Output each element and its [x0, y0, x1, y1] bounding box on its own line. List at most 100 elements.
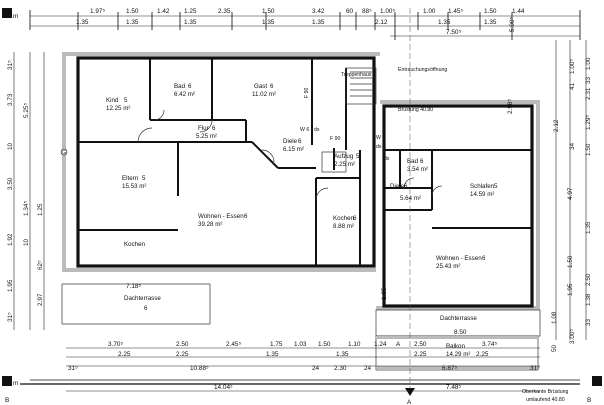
dim-misc-850: 8.50 [454, 329, 467, 336]
dim-bottom-3: 2.45⁵ [226, 341, 241, 348]
bottom-dimension-lines [66, 347, 540, 392]
dim-top2-1: 1.35 [76, 19, 89, 26]
dim-right-3: 41 [569, 82, 576, 90]
room-wohnen1-area: 39.28 m² [198, 221, 222, 228]
dim-bottom3-3: 24 [312, 365, 320, 372]
room-diele2-area: 5.64 m² [400, 195, 421, 202]
label-f90a: F 90 [304, 88, 310, 98]
room-bad2-name: Bad [407, 158, 419, 165]
room-bad2-no: 6 [420, 158, 424, 165]
dim-bottom2-1: 2.25 [118, 351, 131, 358]
dim-top2-7: 1.35 [438, 19, 451, 26]
right-dimension-labels: 1.00 33 41 1.00⁵ 2.31 1.29⁵ 34 1.50 4.97… [551, 57, 592, 352]
room-wohnen1-no: 6 [244, 213, 248, 220]
dim-top-12: 1.45⁵ [448, 8, 463, 15]
dim-left-3: 5.25⁵ [23, 103, 30, 118]
dim-right-16: 33 [585, 318, 592, 326]
dim-top-9: 88⁵ [362, 8, 372, 15]
marker-m-top: m [13, 13, 18, 20]
interior-walls [76, 56, 376, 268]
dim-left-13: 2.97 [37, 293, 44, 306]
room-diele2-no: 6 [404, 183, 408, 190]
dim-bottom3-4: 2.30 [334, 365, 347, 372]
room-dachterrasse1-no: 6 [144, 305, 148, 312]
dim-bottom-total-2: 7.48⁵ [446, 384, 461, 391]
dim-top-7: 3.42 [312, 8, 325, 15]
dim-top-14: 1.44 [512, 8, 525, 15]
dim-right-9: 4.97 [567, 187, 574, 200]
dim-right-12: 1.35 [585, 221, 592, 234]
dim-bottom3-7: 31⁵ [530, 365, 540, 372]
dim-bottom2-3: 1.35 [266, 351, 279, 358]
dim-right-19: 2.50 [585, 273, 592, 286]
label-ds2: ds [376, 144, 382, 150]
dim-bottom3-1: 31⁵ [68, 365, 78, 372]
dim-bottom-total-1: 14.04⁵ [214, 384, 233, 391]
room-schlafen-no: 5 [494, 183, 498, 190]
label-w6: W 6 [300, 127, 309, 133]
dim-top-1: 1.97⁵ [90, 8, 105, 15]
dim-right-4: 1.00⁵ [569, 59, 576, 74]
label-f90b: F 90 [330, 136, 340, 142]
dim-top3-2: 5.00⁵ [509, 17, 516, 32]
room-bad1-name: Bad [174, 83, 186, 90]
dim-top-6: 1.50 [262, 8, 275, 15]
room-wohnen1-name: Wohnen - Essen [198, 213, 244, 220]
room-wohnen2-area: 25.43 m² [436, 263, 460, 270]
room-balkon-area: 14.29 m² [446, 351, 470, 358]
room-aufzug-name: Aufzug [334, 153, 354, 160]
dim-right-8: 1.50 [585, 143, 592, 156]
top-dimension-labels: 1.97⁵ 1.50 1.42 1.25 2.35 1.50 3.42 60 8… [76, 8, 525, 36]
dim-bottom2-6: 2.25 [476, 351, 489, 358]
dim-left-7: 1.25 [37, 203, 44, 216]
room-kind-no: 5 [124, 97, 128, 104]
marker-m-bottom: m [13, 380, 18, 387]
room-labels: Kind 5 12.25 m² Bad 6 6.42 m² Gast 6 11.… [106, 72, 498, 358]
right-unit-walls [382, 104, 534, 308]
terraces [61, 283, 541, 371]
dim-right-18: 1.38 [585, 293, 592, 306]
room-wohnen2-no: 6 [482, 255, 486, 262]
room-schlafen-area: 14.59 m² [470, 191, 494, 198]
dim-top2-4: 1.35 [262, 19, 275, 26]
dim-right-10: 2.12 [553, 119, 560, 132]
dim-left-5: 3.50 [7, 177, 14, 190]
dim-left-8: 1.92 [7, 233, 14, 246]
room-treppenhaus-name: Treppenhaus [341, 72, 372, 78]
stairwell [321, 67, 377, 173]
dim-bottom3-2: 10.88⁵ [190, 365, 209, 372]
dim-right-7: 34 [569, 142, 576, 150]
dim-right-15: 3.00⁵ [569, 329, 576, 344]
dim-bottom-6: 1.50 [318, 341, 331, 348]
room-gast-area: 11.02 m² [252, 91, 276, 98]
dim-bottom2-2: 2.25 [176, 351, 189, 358]
room-flur-no: 6 [212, 125, 216, 132]
dim-right-17: 50 [551, 344, 558, 352]
marker-b-top: B [587, 397, 591, 404]
dim-left-9: 10 [23, 238, 30, 246]
dim-bottom3-6: 6.87⁵ [442, 365, 457, 372]
dim-right-6: 1.29⁵ [585, 115, 592, 130]
dim-misc-7185: 7.18⁵ [126, 283, 141, 290]
dim-top2-5: 1.35 [312, 19, 325, 26]
marker-b-bottom: B [5, 397, 9, 404]
room-kochen2-no: 6 [353, 215, 357, 222]
right-dimension-lines [555, 40, 587, 340]
dim-right-13: 1.95 [567, 283, 574, 296]
room-flur-area: 5.25 m² [196, 133, 217, 140]
dim-top-2: 1.50 [126, 8, 139, 15]
dim-bottom2-4: 1.35 [336, 351, 349, 358]
label-ds1: ds [314, 127, 320, 133]
label-umlaufend: umlaufend 40.80 [526, 397, 565, 403]
dim-bottom-8: 1.24 [374, 341, 387, 348]
label-entrauchung: Entrauchungsöffnung [398, 67, 447, 73]
label-bruestung: Brüstung 40.80 [398, 107, 433, 113]
label-ds3: ds [384, 156, 390, 162]
dim-bottom2-5: 2.25 [414, 351, 427, 358]
label-oberkante: Oberkante Brüstung [522, 389, 569, 395]
top-dimension-lines [29, 10, 581, 40]
room-kochen2-area: 8.88 m² [333, 223, 354, 230]
marker-g: G [62, 150, 66, 156]
dim-left-6: 1.34⁵ [23, 201, 30, 216]
